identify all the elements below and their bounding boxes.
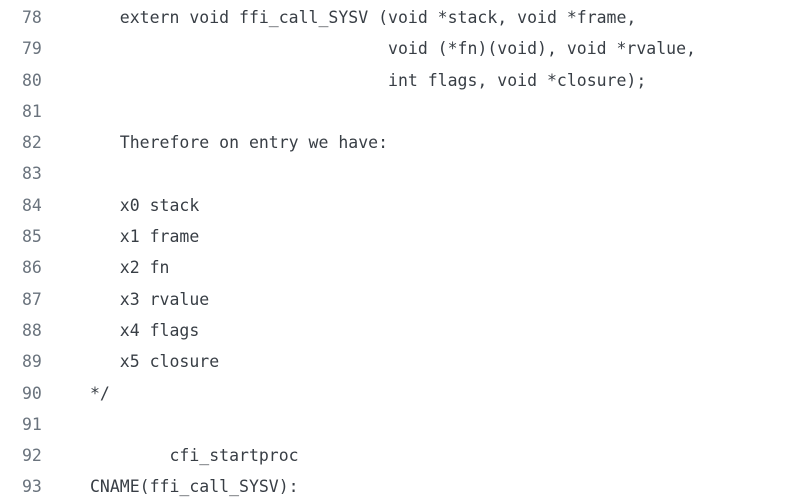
code-text: x5 closure [90, 352, 220, 372]
code-line-row: 78 extern void ffi_call_SYSV (void *stac… [0, 2, 803, 33]
code-line-row: 90 */ [0, 378, 803, 409]
line-number[interactable]: 87 [22, 289, 42, 309]
line-number[interactable]: 88 [22, 320, 42, 340]
code-text: x2 fn [90, 258, 170, 278]
code-text: cfi_startproc [90, 446, 299, 466]
code-line-row: 91 [0, 409, 803, 440]
line-number[interactable]: 93 [22, 477, 42, 497]
line-number[interactable]: 79 [22, 39, 42, 59]
code-line-row: 80 int flags, void *closure); [0, 65, 803, 96]
line-number[interactable]: 82 [22, 133, 42, 153]
code-text: x1 frame [90, 227, 200, 247]
line-number[interactable]: 81 [22, 101, 42, 121]
line-number[interactable]: 83 [22, 164, 42, 184]
code-line-row: 79 void (*fn)(void), void *rvalue, [0, 33, 803, 64]
line-number[interactable]: 89 [22, 352, 42, 372]
line-number[interactable]: 86 [22, 258, 42, 278]
code-text: void (*fn)(void), void *rvalue, [90, 39, 696, 59]
code-line-row: 81 [0, 96, 803, 127]
code-line-row: 88 x4 flags [0, 315, 803, 346]
code-text: Therefore on entry we have: [90, 133, 389, 153]
code-text: x0 stack [90, 195, 200, 215]
line-number[interactable]: 85 [22, 227, 42, 247]
code-text: */ [90, 383, 110, 403]
code-text: x4 flags [90, 320, 200, 340]
code-line-row: 84 x0 stack [0, 190, 803, 221]
line-number[interactable]: 80 [22, 70, 42, 90]
line-number[interactable]: 90 [22, 383, 42, 403]
line-number[interactable]: 92 [22, 446, 42, 466]
code-line-row: 93 CNAME(ffi_call_SYSV): [0, 471, 803, 502]
code-line-row: 86 x2 fn [0, 252, 803, 283]
code-text: x3 rvalue [90, 289, 210, 309]
line-number[interactable]: 78 [22, 8, 42, 27]
code-text: int flags, void *closure); [90, 70, 647, 90]
line-number[interactable]: 84 [22, 195, 42, 215]
code-line-row: 92 cfi_startproc [0, 440, 803, 471]
code-text: extern void ffi_call_SYSV (void *stack, … [90, 8, 637, 27]
code-line-row: 85 x1 frame [0, 221, 803, 252]
code-line-row: 89 x5 closure [0, 346, 803, 377]
code-line-row: 83 [0, 158, 803, 189]
code-line-row: 82 Therefore on entry we have: [0, 127, 803, 158]
code-text: CNAME(ffi_call_SYSV): [90, 477, 299, 497]
code-line-row: 87 x3 rvalue [0, 284, 803, 315]
line-number[interactable]: 91 [22, 414, 42, 434]
